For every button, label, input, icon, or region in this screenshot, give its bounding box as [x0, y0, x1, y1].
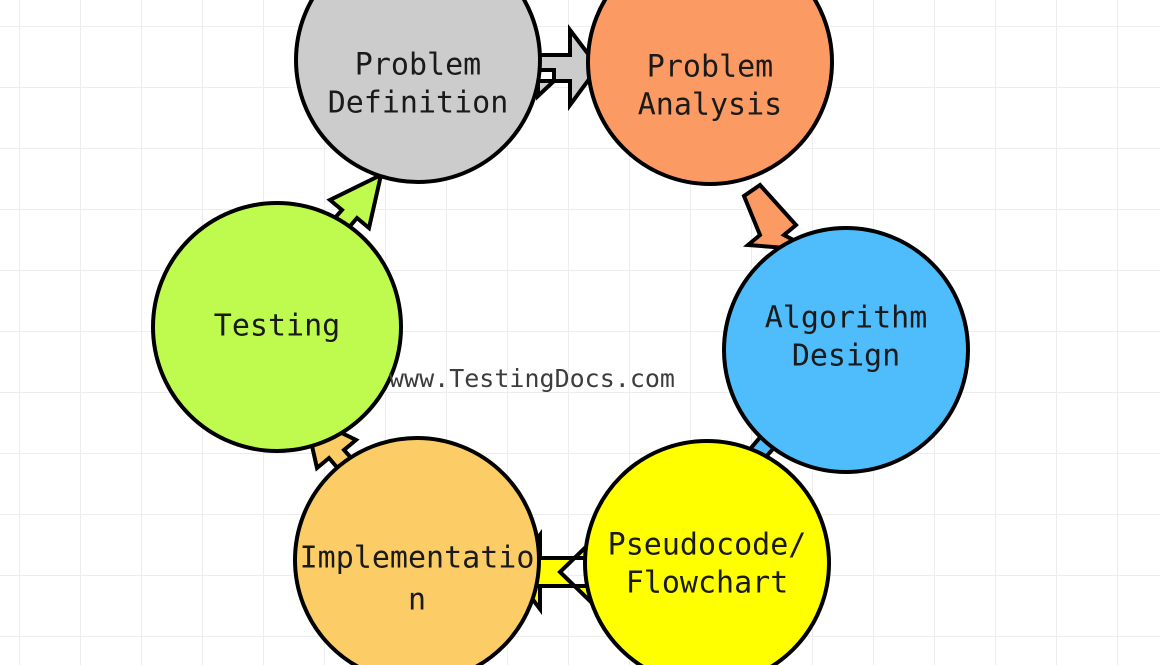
node-label-implementation-line2: n: [408, 583, 426, 618]
node-label-pseudocode-line1: Pseudocode/: [608, 528, 807, 563]
node-label-problem-definition-line1: Problem: [355, 48, 481, 83]
node-problem-analysis[interactable]: Problem Analysis: [586, 0, 834, 186]
node-label-pseudocode-line2: Flowchart: [626, 566, 789, 601]
node-testing[interactable]: Testing: [151, 201, 403, 453]
node-label-testing-line1: Testing: [214, 309, 340, 344]
arrow-definition-to-analysis: [536, 24, 601, 112]
node-label-algorithm-design-line1: Algorithm: [765, 301, 928, 336]
node-label-problem-definition-line2: Definition: [328, 86, 509, 121]
node-label-problem-analysis-line2: Analysis: [638, 88, 783, 123]
node-label-algorithm-design-line2: Design: [792, 339, 900, 374]
watermark-label: www.TestingDocs.com: [389, 364, 675, 393]
node-implementation[interactable]: Implementatio n: [293, 436, 541, 665]
node-label-problem-analysis-line1: Problem: [647, 50, 773, 85]
node-problem-definition[interactable]: Problem Definition: [294, 0, 542, 184]
node-pseudocode-flowchart[interactable]: Pseudocode/ Flowchart: [583, 439, 831, 665]
node-algorithm-design[interactable]: Algorithm Design: [722, 226, 970, 474]
node-label-implementation-line1: Implementatio: [300, 541, 535, 576]
